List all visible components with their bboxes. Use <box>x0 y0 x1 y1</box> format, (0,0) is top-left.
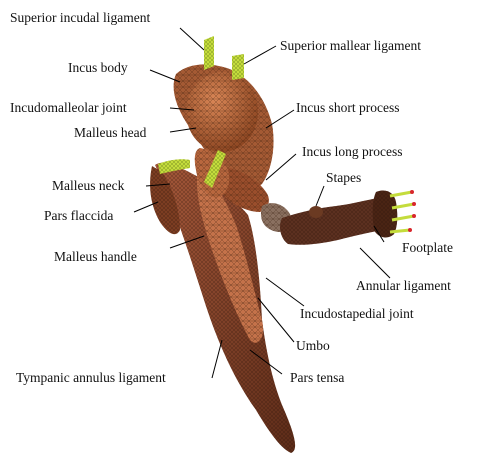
label-superior-incudal-ligament: Superior incudal ligament <box>10 10 150 26</box>
label-incudostapedial-joint: Incudostapedial joint <box>300 306 414 322</box>
malleus-head-shape <box>186 72 258 152</box>
label-incus-short-process: Incus short process <box>296 100 399 116</box>
label-incus-body: Incus body <box>68 60 128 76</box>
label-malleus-head: Malleus head <box>74 125 146 141</box>
label-pars-tensa: Pars tensa <box>290 370 344 386</box>
superior-mallear-ligament-shape <box>232 54 244 80</box>
label-tympanic-annulus-ligament: Tympanic annulus ligament <box>16 370 166 386</box>
label-umbo: Umbo <box>296 338 330 354</box>
label-stapes: Stapes <box>326 170 361 186</box>
stapes-shape <box>261 198 384 245</box>
label-incus-long-process: Incus long process <box>302 144 402 160</box>
label-malleus-neck: Malleus neck <box>52 178 124 194</box>
label-pars-flaccida: Pars flaccida <box>44 208 113 224</box>
label-footplate: Footplate <box>402 240 453 256</box>
label-annular-ligament: Annular ligament <box>356 278 451 294</box>
label-superior-mallear-ligament: Superior mallear ligament <box>280 38 421 54</box>
superior-incudal-ligament-shape <box>204 36 214 70</box>
label-incudomalleolar-joint: Incudomalleolar joint <box>10 100 127 116</box>
label-malleus-handle: Malleus handle <box>54 249 137 265</box>
